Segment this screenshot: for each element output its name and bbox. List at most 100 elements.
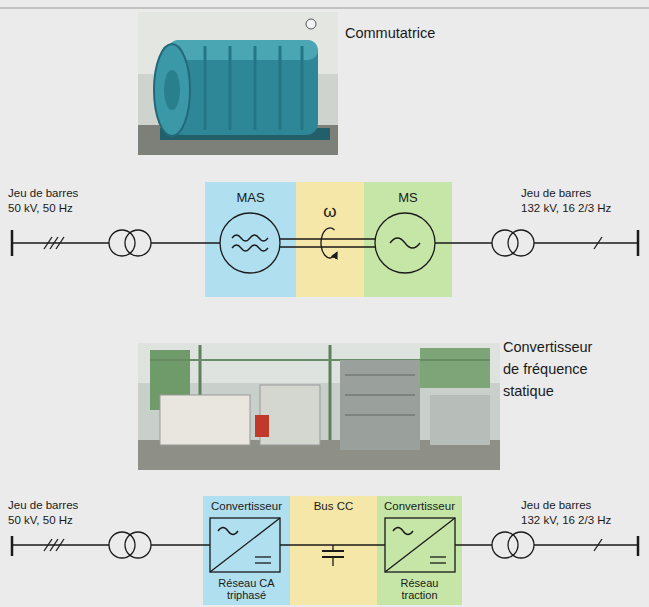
bottom-wiring (385, 518, 455, 572)
node-title: Bus CC (294, 499, 373, 513)
station-photo (199, 345, 202, 440)
machine-photo (306, 19, 316, 29)
text-line: statique (503, 380, 592, 402)
machine-photo (138, 125, 338, 155)
station-photo (138, 440, 500, 470)
machine-photo (168, 40, 318, 60)
bottom-wiring (637, 536, 640, 556)
node-note: Réseau CA triphasé (209, 577, 284, 601)
bottom-wiring (594, 539, 602, 551)
node-title: Convertisseur (209, 499, 284, 513)
top-wiring (232, 245, 268, 251)
bottom-wiring (332, 545, 333, 551)
bottom-wiring (430, 562, 446, 563)
top-wiring (44, 237, 52, 249)
text-line: de fréquence (503, 358, 592, 380)
bottom-wiring (332, 557, 333, 566)
bottom-wiring (430, 556, 446, 557)
bottom-wiring (218, 528, 238, 535)
top-wiring (220, 213, 280, 273)
top-wiring (109, 230, 135, 256)
text-line: 132 kV, 16 2/3 Hz (521, 513, 611, 528)
top-wiring (280, 246, 375, 247)
top-wiring (534, 242, 638, 243)
text-line: Jeu de barres (8, 498, 78, 513)
station-photo (345, 414, 415, 416)
text-line: Jeu de barres (8, 186, 78, 201)
station-photo (138, 343, 500, 383)
machine-photo (279, 46, 282, 130)
station-photo (150, 359, 490, 361)
top-wiring (232, 235, 268, 241)
bottom-wiring (455, 544, 492, 545)
machine-box: MS (364, 182, 452, 297)
bottom-wiring (44, 539, 52, 551)
text-line: 50 kV, 50 Hz (8, 513, 78, 528)
bottom-wiring (508, 532, 534, 558)
bottom-wiring (393, 528, 413, 535)
bottom-wiring (322, 550, 344, 552)
station-photo (255, 415, 269, 437)
text-line: 50 kV, 50 Hz (8, 201, 78, 216)
station-photo (329, 345, 332, 440)
bottom-wiring (385, 518, 455, 572)
machine-photo (154, 44, 190, 136)
station-photo (345, 374, 415, 376)
station-photo (340, 360, 420, 450)
top-wiring (12, 213, 638, 273)
dc-bus-band: Bus CC (290, 496, 377, 605)
top-wiring (50, 237, 58, 249)
bottom-wiring (12, 518, 638, 572)
node-title: MAS (208, 190, 293, 206)
bottom-wiring (12, 544, 109, 545)
bottom-wiring (492, 532, 518, 558)
top-wiring (321, 228, 337, 258)
bottom-wiring (151, 544, 210, 545)
machine-caption: Commutatrice (345, 24, 435, 42)
node-title: Convertisseur (383, 499, 456, 513)
text-line: Jeu de barres (521, 498, 611, 513)
top-wiring (12, 242, 109, 243)
machine-photo (229, 46, 232, 130)
station-photo (430, 395, 490, 445)
station-photo (160, 395, 250, 445)
shaft-band: ω (296, 182, 364, 297)
busbar-label: Jeu de barres 132 kV, 16 2/3 Hz (521, 498, 611, 528)
top-wiring (280, 238, 375, 239)
text-line: Convertisseur (503, 336, 592, 358)
top-wiring (492, 230, 518, 256)
bottom-wiring (255, 556, 271, 557)
text-line: Jeu de barres (521, 186, 611, 201)
machine-photo (160, 128, 330, 140)
bottom-wiring (125, 532, 151, 558)
station-photo (138, 343, 500, 470)
top-wiring (56, 237, 64, 249)
top-wiring (435, 242, 492, 243)
text-line: 132 kV, 16 2/3 Hz (521, 201, 611, 216)
top-wiring (125, 230, 151, 256)
node-title: MS (367, 190, 449, 206)
machine-photo (204, 46, 207, 130)
busbar-label: Jeu de barres 50 kV, 50 Hz (8, 186, 78, 216)
top-wiring (11, 230, 14, 256)
top-wiring (151, 242, 220, 243)
bottom-wiring (11, 536, 14, 556)
bottom-wiring (109, 532, 135, 558)
station-photo (345, 394, 415, 396)
bottom-wiring (280, 544, 385, 545)
station-photo (420, 348, 490, 388)
bottom-wiring (534, 544, 638, 545)
top-wiring (390, 238, 420, 248)
machine-photo (138, 12, 338, 155)
station-photo (260, 385, 320, 445)
busbar-label: Jeu de barres 132 kV, 16 2/3 Hz (521, 186, 611, 216)
station-photo (150, 350, 190, 410)
node-note: Réseau traction (383, 577, 456, 601)
machine-photo (164, 70, 180, 110)
busbar-label: Jeu de barres 50 kV, 50 Hz (8, 498, 78, 528)
station-photo (138, 343, 500, 470)
bottom-wiring (50, 539, 58, 551)
machine-photo (168, 40, 318, 135)
bottom-wiring (56, 539, 64, 551)
